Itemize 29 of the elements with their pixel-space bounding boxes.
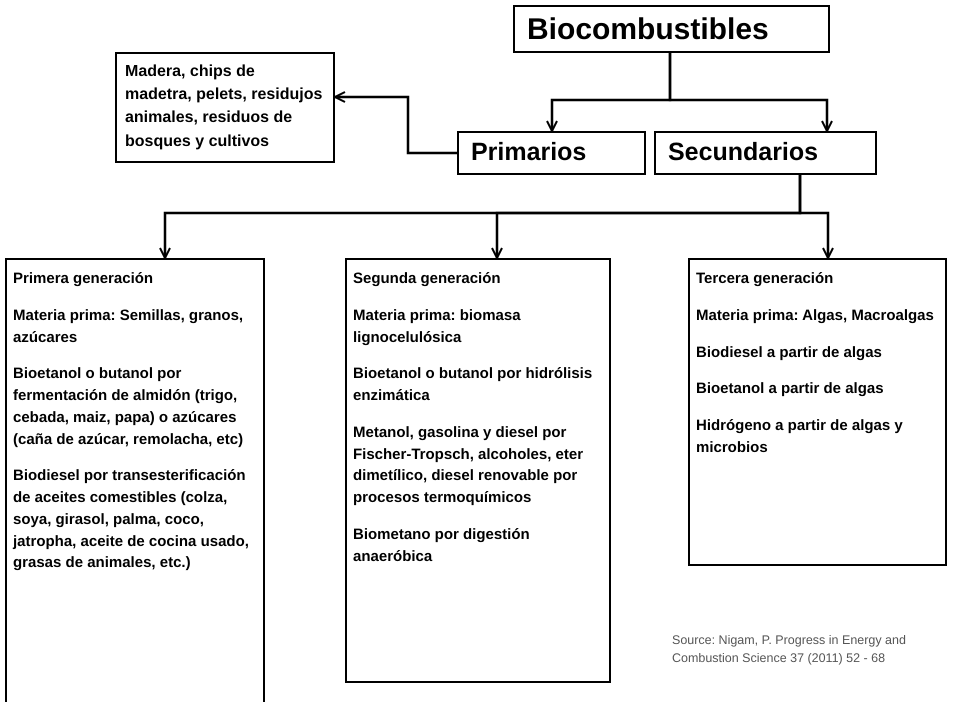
arrow <box>668 53 833 132</box>
node-text: Bioetanol o butanol por fermentación de almidón (trigo, cebada, maiz, papa) o azúcares (caña de azúcar, remolacha, etc) <box>13 364 244 450</box>
category-box <box>654 131 877 175</box>
node-text: Materia prima: Algas, Macroalgas <box>696 306 935 326</box>
generation-box <box>5 258 265 702</box>
node-text: Biocombustibles <box>527 12 770 46</box>
arrow <box>798 175 834 259</box>
generation-box <box>688 258 947 566</box>
node-text: Hidrógeno a partir de algas y microbios <box>696 416 904 458</box>
node-text: Madera, chips de madetra, pelets, residujos animales, residuos de bosques y cultivos <box>125 62 324 152</box>
node-text: Metanol, gasolina y diesel por Fischer-Tropsch, alcoholes, eter dimetílico, diesel renovable por procesos termoquímicos <box>353 422 584 508</box>
column-heading: Primera generación <box>13 269 154 289</box>
node-text: Bioetanol a partir de algas <box>696 379 885 400</box>
note-box <box>115 52 335 163</box>
node-text: Biodiesel a partir de algas <box>696 342 883 362</box>
node-text: Materia prima: biomasa lignocelulósica <box>353 306 522 348</box>
title-box <box>513 5 830 53</box>
generation-box <box>345 258 611 683</box>
node-text: Biometano por digestión anaeróbica <box>353 524 531 566</box>
category-box <box>457 131 646 175</box>
source-note: Source: Nigam, P. Progress in Energy and Combustion Science 37 (2011) 52 - 68 <box>672 632 907 667</box>
node-text: Materia prima: Semillas, granos, azúcares <box>13 306 244 348</box>
node-text: Biodiesel por transesterificación de aceites comestibles (colza, soya, girasol, palma, coco, jatropha, aceite de cocina usado, grasas de animales, etc.) <box>13 466 250 574</box>
arrow <box>334 91 457 154</box>
column-heading: Segunda generación <box>353 269 502 289</box>
column-heading: Tercera generación <box>696 269 834 289</box>
node-text: Secundarios <box>668 139 820 167</box>
node-text: Primarios <box>471 139 588 167</box>
node-text: Bioetanol o butanol por hidrólisis enzimática <box>353 364 594 406</box>
